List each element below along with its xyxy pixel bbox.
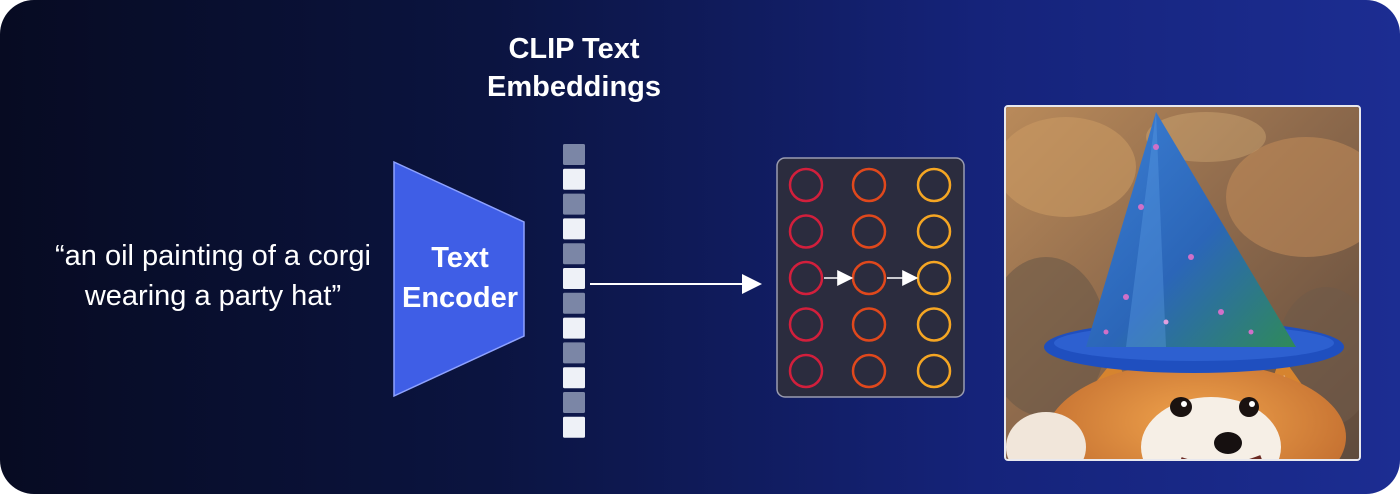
embedding-token [563, 193, 585, 215]
prompt-text: “an oil painting of a corgi wearing a pa… [55, 240, 371, 312]
text-encoder-block [393, 160, 525, 398]
grid-circle [788, 260, 824, 296]
text-encoder-label: Text Encoder [401, 242, 519, 314]
grid-circle [788, 214, 824, 249]
grid-circle [788, 307, 824, 342]
grid-circle [788, 353, 824, 389]
embedding-token [563, 317, 585, 339]
grid-circle [916, 307, 952, 342]
grid-circle [851, 167, 887, 203]
embedding-token [563, 243, 585, 265]
grid-circle [788, 167, 824, 203]
embedding-token [563, 218, 585, 240]
grid-circle [851, 353, 887, 389]
embedding-token [563, 342, 585, 364]
diffusion-grid-panel [776, 157, 965, 398]
embedding-token [563, 392, 585, 413]
generated-image [1004, 105, 1361, 461]
grid-circle [916, 214, 952, 249]
grid-circle [851, 214, 887, 249]
embedding-token [563, 268, 585, 289]
grid-circle [916, 167, 952, 203]
embeddings-title: CLIP Text Embeddings [486, 33, 661, 103]
diffusion-grid [788, 167, 952, 389]
grid-circle [851, 307, 887, 342]
embedding-token [563, 292, 585, 314]
embedding-token [563, 144, 585, 165]
embedding-vector [563, 144, 585, 438]
embedding-token [563, 416, 585, 438]
grid-circle [916, 353, 952, 389]
corgi-painting-illustration [1006, 107, 1359, 459]
embedding-token [563, 367, 585, 389]
embedding-token [563, 168, 585, 190]
